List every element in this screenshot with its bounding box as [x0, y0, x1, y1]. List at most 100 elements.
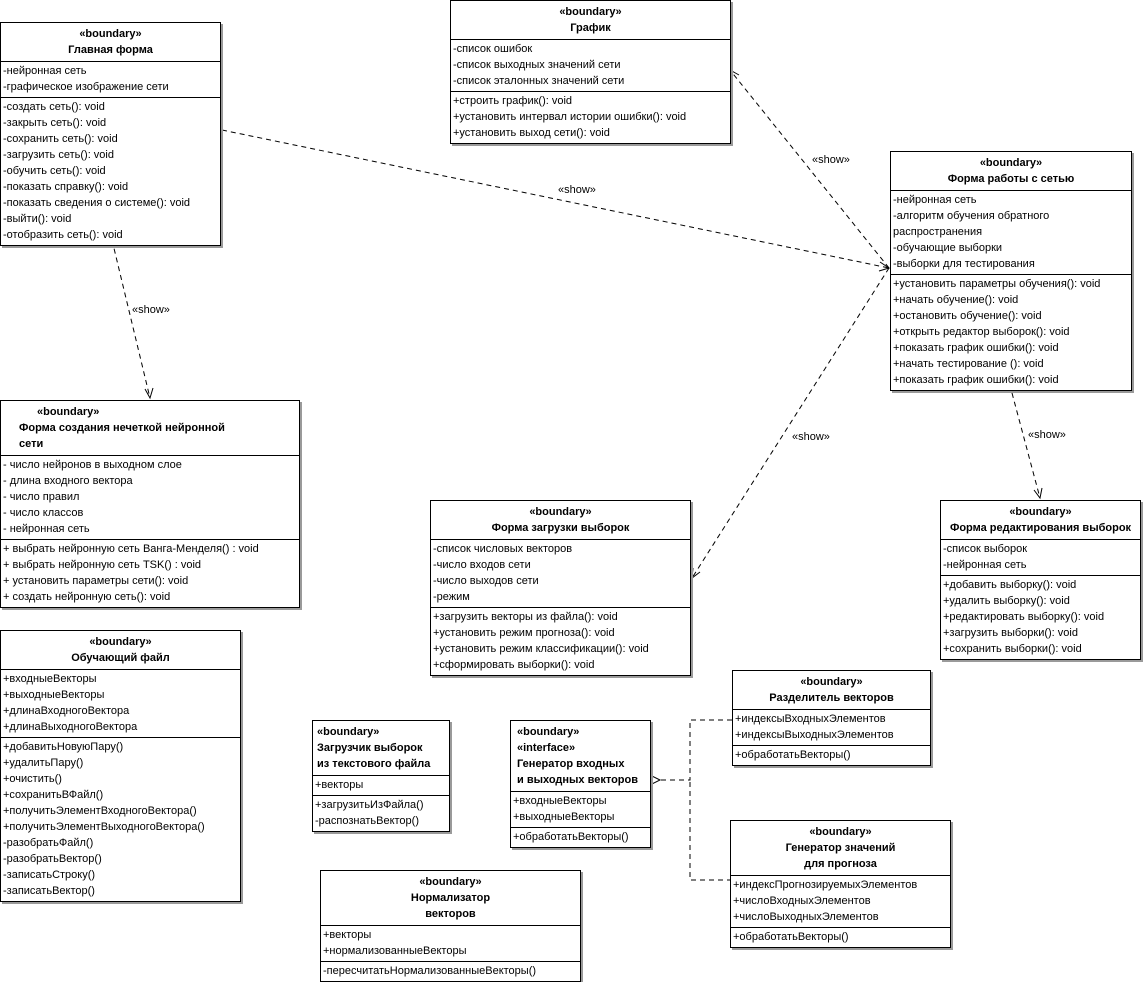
- operation: +сохранитьВФайл(): [3, 789, 104, 801]
- operation: +начать тестирование (): void: [893, 358, 1044, 370]
- attribute: -список выходных значений сети: [453, 59, 621, 71]
- class-name: из текстового файла: [317, 758, 431, 770]
- stereotype: «boundary»: [979, 157, 1043, 169]
- attributes-section: +входныеВекторы +выходныеВекторы: [511, 791, 650, 827]
- class-training-file[interactable]: «boundary» Обучающий файл +входныеВектор…: [0, 630, 241, 902]
- class-header: «boundary» Главная форма: [1, 23, 220, 61]
- class-forecast-generator[interactable]: «boundary» Генератор значений для прогно…: [730, 820, 951, 948]
- operations-section: -создать сеть(): void -закрыть сеть(): v…: [1, 97, 220, 245]
- attribute: -список числовых векторов: [433, 543, 573, 555]
- operation: +очистить(): [3, 773, 62, 785]
- class-header: «boundary» Нормализатор векторов: [321, 871, 580, 925]
- operation: +загрузить векторы из файла(): void: [433, 611, 618, 623]
- attributes-section: +векторы +нормализованныеВекторы: [321, 925, 580, 961]
- stereotype: «boundary»: [800, 676, 863, 688]
- show-edge-main-to-network: [221, 129, 890, 269]
- attribute: -число входов сети: [433, 559, 531, 571]
- operation: +остановить обучение(): void: [893, 310, 1042, 322]
- class-name: Разделитель векторов: [769, 692, 894, 704]
- attribute: +числоВыходныхЭлементов: [733, 911, 879, 923]
- class-text-file-loader[interactable]: «boundary» Загрузчик выборок из текстово…: [312, 720, 450, 832]
- attribute: +индексыВходныхЭлементов: [735, 713, 886, 725]
- operation: -записатьСтроку(): [3, 869, 96, 881]
- operation: -распознатьВектор(): [315, 815, 419, 827]
- class-edit-samples-form[interactable]: «boundary» Форма редактирования выборок …: [940, 500, 1141, 660]
- class-name: Обучающий файл: [71, 652, 170, 664]
- realize-edge-forecast: [689, 780, 732, 881]
- attribute: -число выходов сети: [433, 575, 539, 587]
- stereotype: «boundary»: [317, 726, 380, 738]
- class-name: Форма работы с сетью: [947, 173, 1075, 185]
- arrowhead-fuzzy: [144, 387, 154, 400]
- attribute: распространения: [893, 226, 983, 238]
- operation: +установить выход сети(): void: [453, 127, 610, 139]
- realization-triangle: [649, 774, 662, 786]
- class-name: для прогноза: [804, 858, 877, 870]
- attributes-section: -список ошибок -список выходных значений…: [451, 39, 730, 91]
- attribute: - число нейронов в выходном слое: [3, 459, 182, 471]
- attribute: -обучающие выборки: [893, 242, 1003, 254]
- attribute: +входныеВекторы: [3, 673, 97, 685]
- operation: +добавить выборку(): void: [943, 579, 1077, 591]
- class-vector-normalizer[interactable]: «boundary» Нормализатор векторов +вектор…: [320, 870, 581, 982]
- attributes-section: +индексПрогнозируемыхЭлементов +числоВхо…: [731, 875, 950, 927]
- class-name: Форма редактирования выборок: [949, 522, 1132, 534]
- attribute: +числоВходныхЭлементов: [733, 895, 871, 907]
- operation: -выйти(): void: [3, 213, 72, 225]
- attributes-section: -список числовых векторов -число входов …: [431, 539, 690, 607]
- attribute: -нейронная сеть: [943, 559, 1027, 571]
- operations-section: -пересчитатьНормализованныеВекторы(): [321, 961, 580, 981]
- stereotype: «boundary»: [1009, 506, 1072, 518]
- class-header: «boundary» Разделитель векторов: [733, 671, 930, 709]
- attribute: +длинаВходногоВектора: [3, 705, 130, 717]
- show-label-load: «show»: [792, 431, 830, 443]
- operation: +сформировать выборки(): void: [433, 659, 595, 671]
- operation: + выбрать нейронную сеть Ванга-Менделя()…: [3, 543, 259, 555]
- class-vector-splitter[interactable]: «boundary» Разделитель векторов +индексы…: [732, 670, 931, 766]
- attribute: - число классов: [3, 507, 84, 519]
- class-main-form[interactable]: «boundary» Главная форма -нейронная сеть…: [0, 22, 221, 246]
- attribute: +векторы: [315, 779, 364, 791]
- stereotype: «interface»: [517, 742, 576, 754]
- class-header: «boundary» Генератор значений для прогно…: [731, 821, 950, 875]
- attributes-section: +индексыВходныхЭлементов +индексыВыходны…: [733, 709, 930, 745]
- operation: -создать сеть(): void: [3, 101, 105, 113]
- attribute: +индексПрогнозируемыхЭлементов: [733, 879, 918, 891]
- class-name: Генератор входных: [517, 758, 625, 770]
- operation: +начать обучение(): void: [893, 294, 1019, 306]
- operation: +установить режим классификации(): void: [433, 643, 649, 655]
- class-name: Генератор значений: [785, 842, 896, 854]
- operations-section: + выбрать нейронную сеть Ванга-Менделя()…: [1, 539, 299, 607]
- class-name: Главная форма: [68, 44, 153, 56]
- class-load-samples-form[interactable]: «boundary» Форма загрузки выборок -списо…: [430, 500, 691, 676]
- operation: +показать график ошибки(): void: [893, 374, 1059, 386]
- attributes-section: +входныеВекторы +выходныеВекторы +длинаВ…: [1, 669, 240, 737]
- show-label-network: «show»: [558, 184, 596, 196]
- class-name: сети: [19, 438, 44, 450]
- operation: +получитьЭлементВыходногоВектора(): [3, 821, 205, 833]
- attribute: +выходныеВекторы: [513, 811, 615, 823]
- operation: +строить график(): void: [453, 95, 573, 107]
- operation: +установить интервал истории ошибки(): v…: [453, 111, 687, 123]
- class-graph[interactable]: «boundary» График -список ошибок -список…: [450, 0, 731, 144]
- operation: -сохранить сеть(): void: [3, 133, 118, 145]
- class-fuzzy-network-form[interactable]: «boundary» Форма создания нечеткой нейро…: [0, 400, 300, 608]
- class-network-form[interactable]: «boundary» Форма работы с сетью -нейронн…: [890, 151, 1132, 391]
- attribute: -список ошибок: [453, 43, 533, 55]
- class-header: «boundary» Загрузчик выборок из текстово…: [313, 721, 449, 775]
- operations-section: +загрузитьИзФайла() -распознатьВектор(): [313, 795, 449, 831]
- attributes-section: - число нейронов в выходном слое - длина…: [1, 455, 299, 539]
- operation: + создать нейронную сеть(): void: [3, 591, 171, 603]
- operation: -показать сведения о системе(): void: [3, 197, 191, 209]
- operation: +обработатьВекторы(): [735, 749, 851, 761]
- operations-section: +обработатьВекторы(): [731, 927, 950, 947]
- operation: +добавитьНовуюПару(): [3, 741, 124, 753]
- operation: -записатьВектор(): [3, 885, 95, 897]
- attributes-section: +векторы: [313, 775, 449, 795]
- attribute: - нейронная сеть: [3, 523, 90, 535]
- operation: -пересчитатьНормализованныеВекторы(): [323, 965, 537, 977]
- stereotype: «boundary»: [529, 506, 592, 518]
- operation: -отобразить сеть(): void: [3, 229, 123, 241]
- class-vector-generator-interface[interactable]: «boundary» «interface» Генератор входных…: [510, 720, 651, 848]
- attribute: +нормализованныеВекторы: [323, 945, 467, 957]
